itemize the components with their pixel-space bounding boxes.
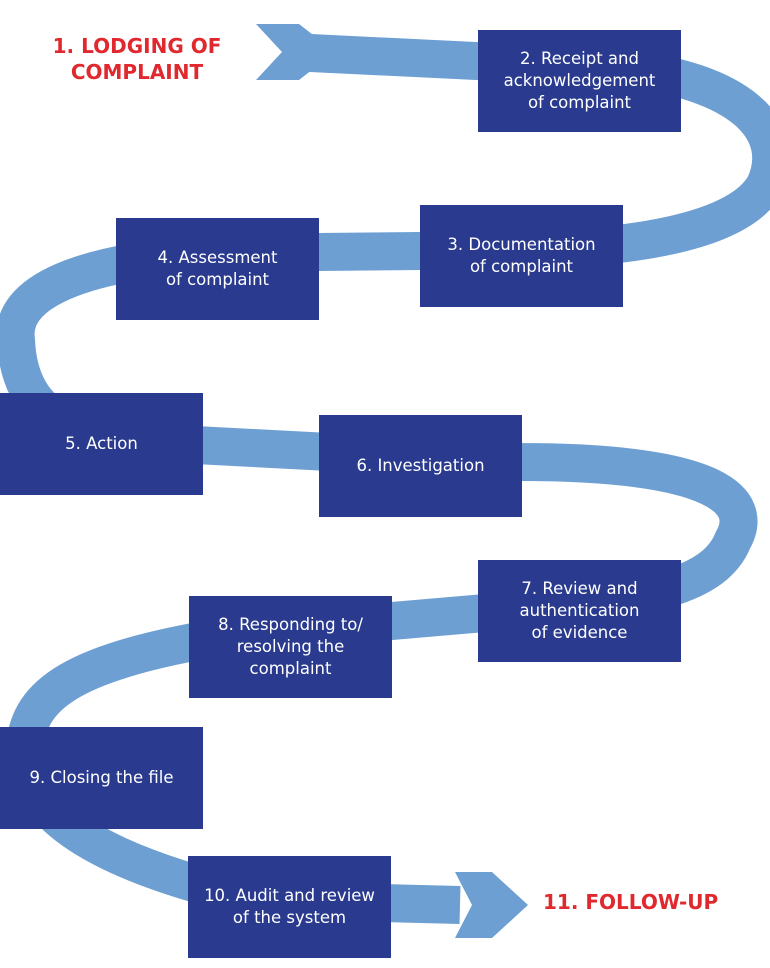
step-2-receipt-box: 2. Receipt and acknowledgement of compla… [478,30,681,132]
end-label: 11. FOLLOW-UP [543,890,719,914]
step-9-closing-box: 9. Closing the file [0,727,203,829]
step-6-investigation-box: 6. Investigation [319,415,522,517]
step-4-assessment-box: 4. Assessment of complaint [116,218,319,320]
end-arrow-icon [455,872,528,938]
step-5-action-box: 5. Action [0,393,203,495]
step-8-responding-box: 8. Responding to/ resolving the complain… [189,596,392,698]
start-label: 1. LODGING OF COMPLAINT [52,34,222,84]
step-3-documentation-box: 3. Documentation of complaint [420,205,623,307]
step-10-audit-box: 10. Audit and review of the system [188,856,391,958]
path-band [0,33,770,924]
step-7-review-box: 7. Review and authentication of evidence [478,560,681,662]
path-segment [0,33,770,924]
start-arrow-icon [256,24,335,80]
